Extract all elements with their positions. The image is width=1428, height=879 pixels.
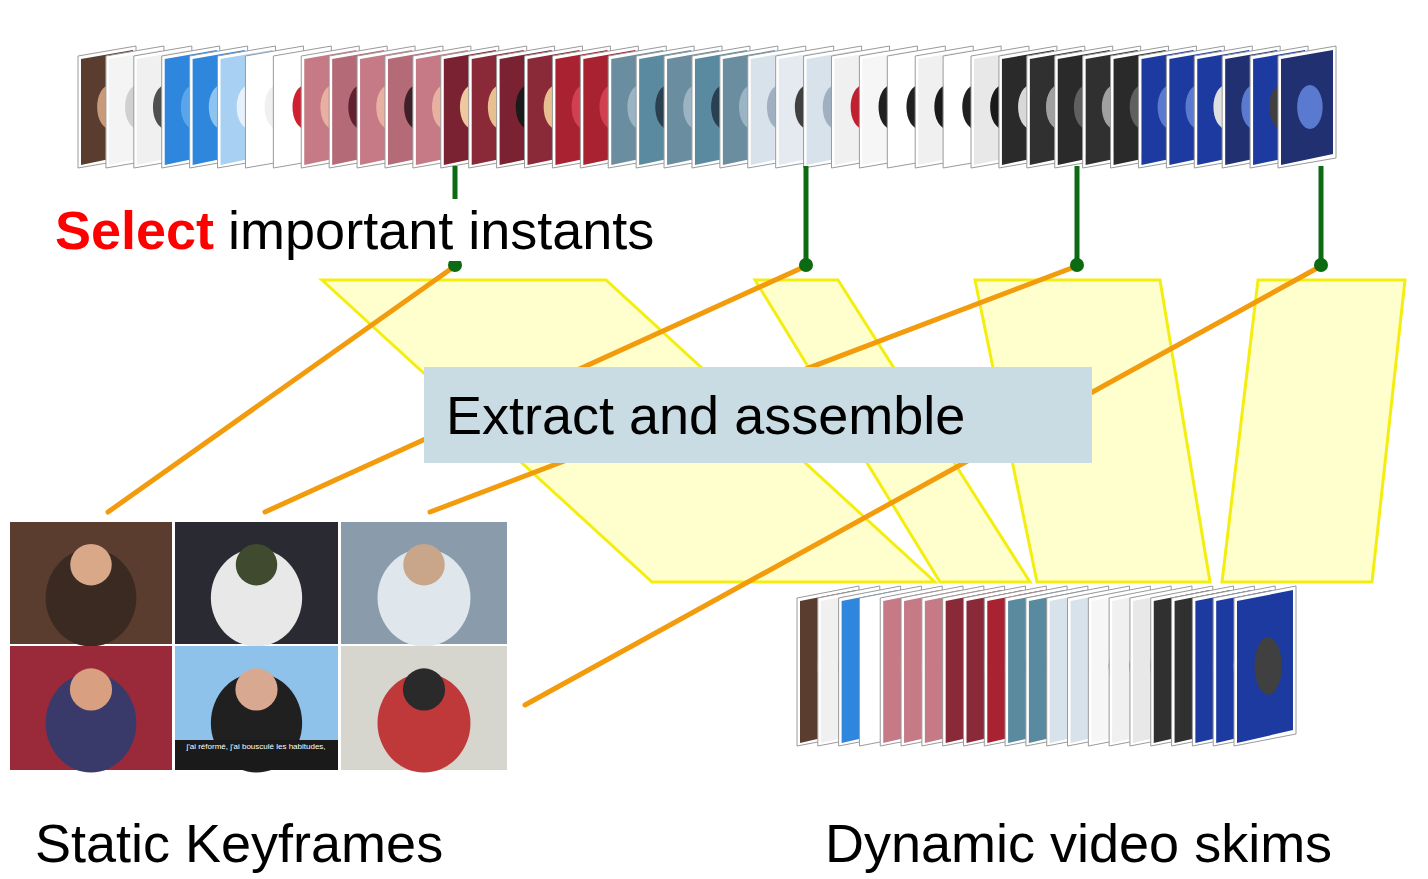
process-text: Extract and assemble bbox=[446, 384, 1070, 446]
keyframe bbox=[175, 522, 338, 646]
keyframe-link bbox=[108, 266, 455, 512]
instant-marker bbox=[1075, 166, 1080, 265]
keyframe-head bbox=[403, 668, 445, 710]
subtitle-text: j'ai réformé, j'ai bousculé les habitude… bbox=[186, 742, 326, 751]
keyframe bbox=[341, 646, 507, 772]
process-box: Extract and assemble bbox=[424, 367, 1092, 463]
keyframe-grid bbox=[10, 522, 507, 772]
keyframe-picture bbox=[175, 646, 338, 770]
keyframe-head bbox=[236, 544, 277, 585]
video-skim-strip bbox=[797, 586, 1296, 746]
keyframe bbox=[10, 522, 172, 646]
frame-border bbox=[1234, 586, 1296, 746]
frame-picture bbox=[1237, 590, 1293, 743]
instant-dot bbox=[1314, 258, 1328, 272]
instant-marker bbox=[1319, 166, 1324, 265]
frame-subject bbox=[1254, 637, 1281, 695]
frame-picture bbox=[1281, 50, 1333, 165]
extract-region bbox=[1222, 280, 1405, 582]
keyframe-head bbox=[235, 668, 277, 710]
caption-label: Static Keyframes bbox=[35, 812, 443, 874]
step-keyword: Select bbox=[55, 199, 214, 261]
video-frame bbox=[1234, 586, 1296, 746]
subtitle-band bbox=[175, 740, 338, 770]
instant-marker bbox=[804, 166, 809, 265]
keyframe bbox=[10, 646, 172, 772]
instant-dot bbox=[1070, 258, 1084, 272]
step-text: important instants bbox=[228, 199, 654, 261]
caption-label: Dynamic video skims bbox=[825, 812, 1332, 874]
video-frame bbox=[1278, 46, 1336, 168]
keyframe-head bbox=[70, 668, 112, 710]
video-frame-strip bbox=[78, 46, 1336, 168]
keyframe-head bbox=[70, 544, 111, 585]
instant-dot bbox=[799, 258, 813, 272]
keyframe-head bbox=[403, 544, 444, 585]
frame-subject bbox=[1297, 85, 1323, 129]
keyframe bbox=[341, 522, 507, 646]
keyframe bbox=[175, 646, 338, 772]
frame-border bbox=[1278, 46, 1336, 168]
